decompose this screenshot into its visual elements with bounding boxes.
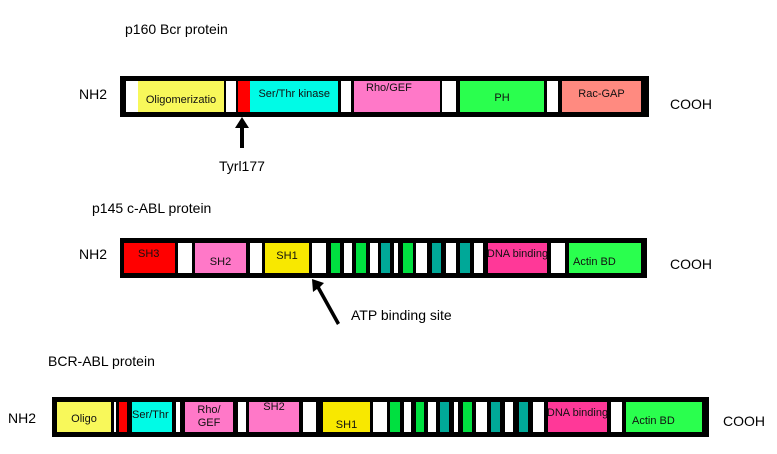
domain-label: PH: [494, 92, 510, 104]
domain-motif: [403, 243, 413, 273]
domain-label: SH3: [138, 247, 160, 260]
domain-actin-bd: Actin BD: [626, 402, 702, 432]
domain-linker: [611, 402, 622, 432]
domain-label: DNA binding: [548, 406, 607, 419]
domain-linker: [551, 243, 565, 273]
domain-dna-binding: DNA binding: [488, 243, 547, 273]
domain-ser-thr: Ser/Thr: [132, 402, 172, 432]
domain-motif: [381, 243, 390, 273]
domain-motif: [119, 402, 127, 432]
domain-linker: [126, 81, 138, 112]
domain-sh1: SH1: [265, 243, 309, 273]
domain-sh3: SH3: [124, 243, 175, 273]
domain-label: Rho/GEF: [366, 82, 412, 94]
domain-linker: [416, 243, 427, 273]
domain-linker: [454, 402, 458, 432]
domain-motif: [463, 402, 472, 432]
domain-oligo: Oligo: [57, 402, 111, 432]
domain-label: Oligomerizatio: [145, 94, 217, 106]
domain-label: Ser/Thr kinase: [258, 88, 330, 100]
domain-rac-gap: Rac-GAP: [562, 81, 641, 112]
domain-linker: [442, 81, 456, 112]
domain-linker: [370, 243, 378, 273]
domain-linker: [547, 81, 558, 112]
domain-motif: [331, 243, 340, 273]
domain-sh2: SH2: [249, 402, 299, 432]
atp-binding-arrow-icon: [312, 279, 340, 325]
domain-linker: [226, 81, 236, 112]
bcr-abl-n-terminus-label: NH2: [8, 410, 37, 426]
atp-binding-site-label: ATP binding site: [351, 307, 452, 323]
domain-label: SH1: [276, 249, 298, 262]
domain-motif: [390, 402, 400, 432]
domain-linker: [250, 243, 262, 273]
bcr-abl-protein-title: BCR-ABL protein: [48, 353, 155, 369]
domain-linker: [341, 81, 351, 112]
domain-label: Actin BD: [632, 414, 675, 427]
abl-c-terminus-label: COOH: [670, 256, 712, 272]
domain-motif: [440, 402, 449, 432]
domain-sh1: SH1: [323, 402, 370, 432]
bcr-protein-title: p160 Bcr protein: [125, 21, 228, 37]
bcr-n-terminus-label: NH2: [79, 86, 108, 102]
domain-label: SH1: [335, 418, 358, 431]
domain-linker: [312, 243, 326, 273]
domain-label: SH2: [263, 402, 285, 413]
abl-n-terminus-label: NH2: [79, 246, 108, 262]
domain-sh2: SH2: [195, 243, 246, 273]
domain-oligomerizatio: Oligomerizatio: [138, 81, 224, 112]
domain-motif: [356, 243, 366, 273]
domain-actin-bd: Actin BD: [569, 243, 641, 273]
bcr-c-terminus-label: COOH: [670, 96, 712, 112]
domain-motif: [238, 81, 250, 112]
domain-label: Oligo: [71, 412, 97, 425]
domain-label: Rac-GAP: [578, 88, 625, 100]
tyr177-label: Tyrl177: [219, 158, 265, 174]
domain-linker: [476, 402, 487, 432]
domain-linker: [404, 402, 411, 432]
domain-linker: [394, 243, 398, 273]
domain-ph: PH: [460, 81, 544, 112]
abl-protein-title: p145 c-ABL protein: [92, 200, 212, 216]
domain-motif: [432, 243, 441, 273]
domain-linker: [176, 402, 180, 432]
domain-rho-gef: Rho/ GEF: [185, 402, 233, 432]
domain-linker: [178, 243, 192, 273]
domain-linker: [505, 402, 513, 432]
domain-motif: [491, 402, 500, 432]
domain-motif: [519, 402, 528, 432]
domain-motif: [416, 402, 424, 432]
domain-label: Rho/ GEF: [197, 404, 221, 429]
bcr-protein-bar: Oligomerizatio Ser/Thr kinase Rho/GEF PH Rac…: [120, 76, 649, 117]
domain-linker: [373, 402, 387, 432]
domain-linker: [114, 402, 116, 432]
domain-linker: [344, 243, 352, 273]
domain-linker: [533, 402, 544, 432]
domain-linker: [303, 402, 316, 432]
tyr177-arrow-icon: [235, 117, 249, 148]
domain-label: Actin BD: [573, 255, 616, 268]
domain-rho-gef: Rho/GEF: [354, 81, 440, 112]
bcr-abl-c-terminus-label: COOH: [723, 413, 765, 429]
domain-linker: [428, 402, 436, 432]
domain-label: DNA binding: [488, 247, 547, 260]
domain-linker: [238, 402, 246, 432]
domain-label: Ser/Thr: [132, 408, 169, 421]
domain-dna-binding: DNA binding: [548, 402, 607, 432]
domain-label: SH2: [209, 255, 232, 268]
domain-ser-thr-kinase: Ser/Thr kinase: [250, 81, 338, 112]
domain-linker: [474, 243, 483, 273]
domain-linker: [446, 243, 456, 273]
domain-motif: [460, 243, 470, 273]
